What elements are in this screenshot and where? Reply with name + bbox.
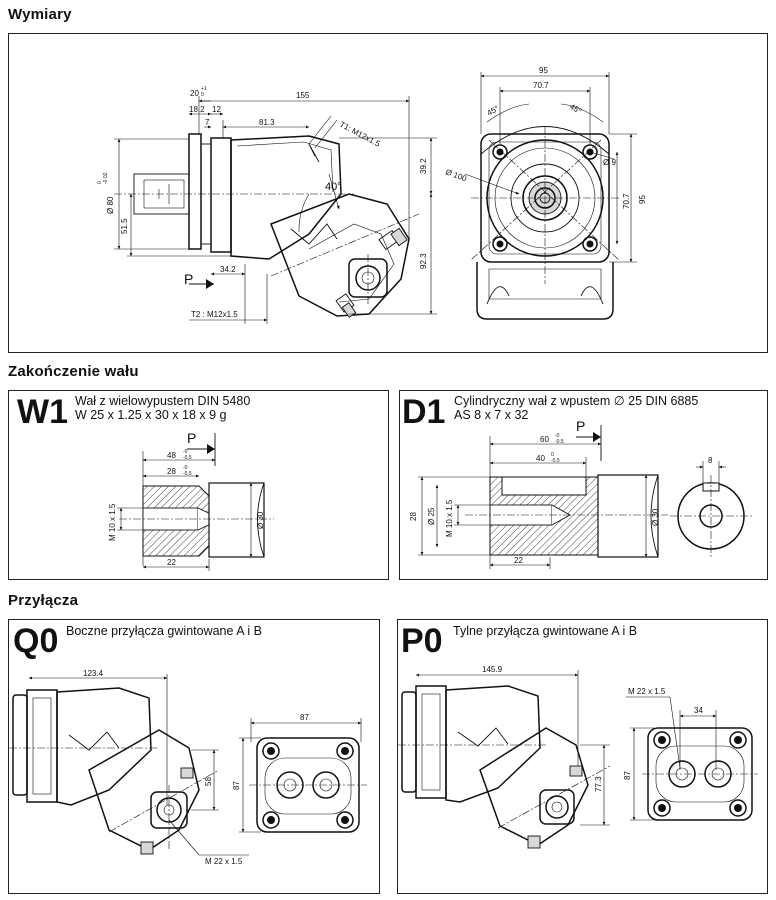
svg-text:45°: 45° <box>486 104 501 118</box>
p0-pump-body <box>398 685 611 849</box>
side-view: 40° P <box>114 133 420 318</box>
d1-shaft-section: 8 <box>670 456 752 557</box>
svg-text:+1: +1 <box>201 86 207 92</box>
svg-text:18.2: 18.2 <box>189 105 205 114</box>
angle-label: 40° <box>325 181 342 193</box>
svg-text:12: 12 <box>212 105 221 114</box>
section-title-shaft-end: Zakończenie wału <box>8 363 139 380</box>
q0-rear-view: 87 87 <box>232 713 367 833</box>
svg-text:87: 87 <box>623 771 632 780</box>
svg-text:-0.5: -0.5 <box>183 471 192 477</box>
svg-text:95: 95 <box>638 195 647 204</box>
p0-rear-view: M 22 x 1.5 34 87 <box>623 687 758 821</box>
svg-text:28: 28 <box>409 512 418 521</box>
svg-text:Ø 30: Ø 30 <box>651 508 660 526</box>
section-title-dimensions: Wymiary <box>8 6 72 23</box>
q0-description: Boczne przyłącza gwintowane A i B <box>66 624 262 638</box>
svg-text:60: 60 <box>540 435 549 444</box>
svg-text:20: 20 <box>190 89 199 98</box>
svg-text:Ø 30: Ø 30 <box>256 511 265 529</box>
svg-text:Ø 100: Ø 100 <box>444 167 468 183</box>
p0-code: P0 <box>401 622 443 660</box>
svg-text:87: 87 <box>300 713 309 722</box>
q0-drawing: 123.4 58 M 22 x 1.5 <box>9 669 367 866</box>
svg-text:-0: -0 <box>183 449 188 455</box>
p0-description: Tylne przyłącza gwintowane A i B <box>453 624 638 638</box>
svg-text:M 22 x 1.5: M 22 x 1.5 <box>628 687 666 696</box>
svg-text:M 22 x 1.5: M 22 x 1.5 <box>205 857 243 866</box>
svg-text:-0.5: -0.5 <box>555 439 564 445</box>
svg-text:95: 95 <box>539 66 548 75</box>
svg-text:145.9: 145.9 <box>482 665 503 674</box>
svg-text:-0: -0 <box>555 433 560 439</box>
svg-text:87: 87 <box>232 781 241 790</box>
svg-text:155: 155 <box>296 91 310 100</box>
svg-text:70.7: 70.7 <box>533 81 549 90</box>
svg-text:70.7: 70.7 <box>622 193 631 209</box>
svg-text:92.3: 92.3 <box>419 253 428 269</box>
svg-text:0: 0 <box>97 181 103 184</box>
section-title-ports: Przyłącza <box>8 592 79 609</box>
side-view-dimensions: 155 20 +1 0 18.2 12 7 81.3 T1: M12x1.5 Ø… <box>97 86 437 324</box>
d1-p-label: P <box>576 418 585 434</box>
svg-text:22: 22 <box>514 556 523 565</box>
svg-text:M 10 x 1.5: M 10 x 1.5 <box>445 499 454 537</box>
q0-pump-body <box>9 687 220 855</box>
panel-shaft-w1: W1 Wał z wielowypustem DIN 5480 W 25 x 1… <box>8 390 389 580</box>
svg-text:123.4: 123.4 <box>83 669 104 678</box>
svg-text:M 10 x 1.5: M 10 x 1.5 <box>108 503 117 541</box>
svg-text:Ø 25: Ø 25 <box>427 507 436 525</box>
svg-text:8: 8 <box>708 456 713 465</box>
svg-text:51.5: 51.5 <box>120 218 129 234</box>
svg-text:45°: 45° <box>568 102 583 116</box>
front-view <box>470 126 621 320</box>
svg-text:Ø 80: Ø 80 <box>106 196 115 214</box>
w1-p-label: P <box>187 430 196 446</box>
q0-code: Q0 <box>13 622 59 660</box>
svg-text:-0.5: -0.5 <box>551 458 560 464</box>
panel-shaft-d1: D1 Cylindryczny wał z wpustem ∅ 25 DIN 6… <box>399 390 768 580</box>
svg-text:39.2: 39.2 <box>419 158 428 174</box>
svg-text:-0.02: -0.02 <box>103 172 109 184</box>
svg-text:81.3: 81.3 <box>259 118 275 127</box>
port-p-label: P <box>184 271 193 287</box>
svg-text:48: 48 <box>167 451 176 460</box>
svg-text:-0.5: -0.5 <box>183 455 192 461</box>
w1-description-line2: W 25 x 1.25 x 30 x 18 x 9 g <box>75 408 227 422</box>
panel-ports-p0: P0 Tylne przyłącza gwintowane A i B 145.… <box>397 619 768 894</box>
svg-text:22: 22 <box>167 558 176 567</box>
svg-text:40: 40 <box>536 454 545 463</box>
w1-code: W1 <box>17 393 68 431</box>
w1-drawing: P 48 -0 -0.5 28 -0 -0.5 M 10 x 1.5 Ø 30 … <box>108 430 274 571</box>
svg-text:77.3: 77.3 <box>594 776 603 792</box>
panel-main-dimensions: 40° P 155 20 +1 0 18.2 12 7 81.3 T1: M12… <box>8 33 768 353</box>
svg-text:Ø 9: Ø 9 <box>603 158 616 167</box>
svg-text:T2 : M12x1.5: T2 : M12x1.5 <box>191 310 238 319</box>
d1-drawing: P 60 -0 -0.5 40 0 -0.5 28 Ø 25 M 10 x 1.… <box>409 418 752 569</box>
svg-text:34: 34 <box>694 706 703 715</box>
d1-description-line1: Cylindryczny wał z wpustem ∅ 25 DIN 6885 <box>454 394 699 408</box>
svg-text:T1: M12x1.5: T1: M12x1.5 <box>338 120 382 149</box>
svg-text:-0: -0 <box>183 465 188 471</box>
svg-text:0: 0 <box>551 452 554 458</box>
svg-text:7: 7 <box>205 118 210 127</box>
w1-description-line1: Wał z wielowypustem DIN 5480 <box>75 394 251 408</box>
p0-drawing: 145.9 77.3 M 22 x 1.5 3 <box>398 665 758 849</box>
d1-code: D1 <box>402 393 446 431</box>
svg-text:34.2: 34.2 <box>220 265 236 274</box>
svg-text:28: 28 <box>167 467 176 476</box>
svg-text:58: 58 <box>204 777 213 786</box>
panel-ports-q0: Q0 Boczne przyłącza gwintowane A i B 123… <box>8 619 380 894</box>
main-dimension-drawing: 40° P 155 20 +1 0 18.2 12 7 81.3 T1: M12… <box>97 66 647 324</box>
d1-description-line2: AS 8 x 7 x 32 <box>454 408 529 422</box>
svg-text:0: 0 <box>201 92 204 98</box>
